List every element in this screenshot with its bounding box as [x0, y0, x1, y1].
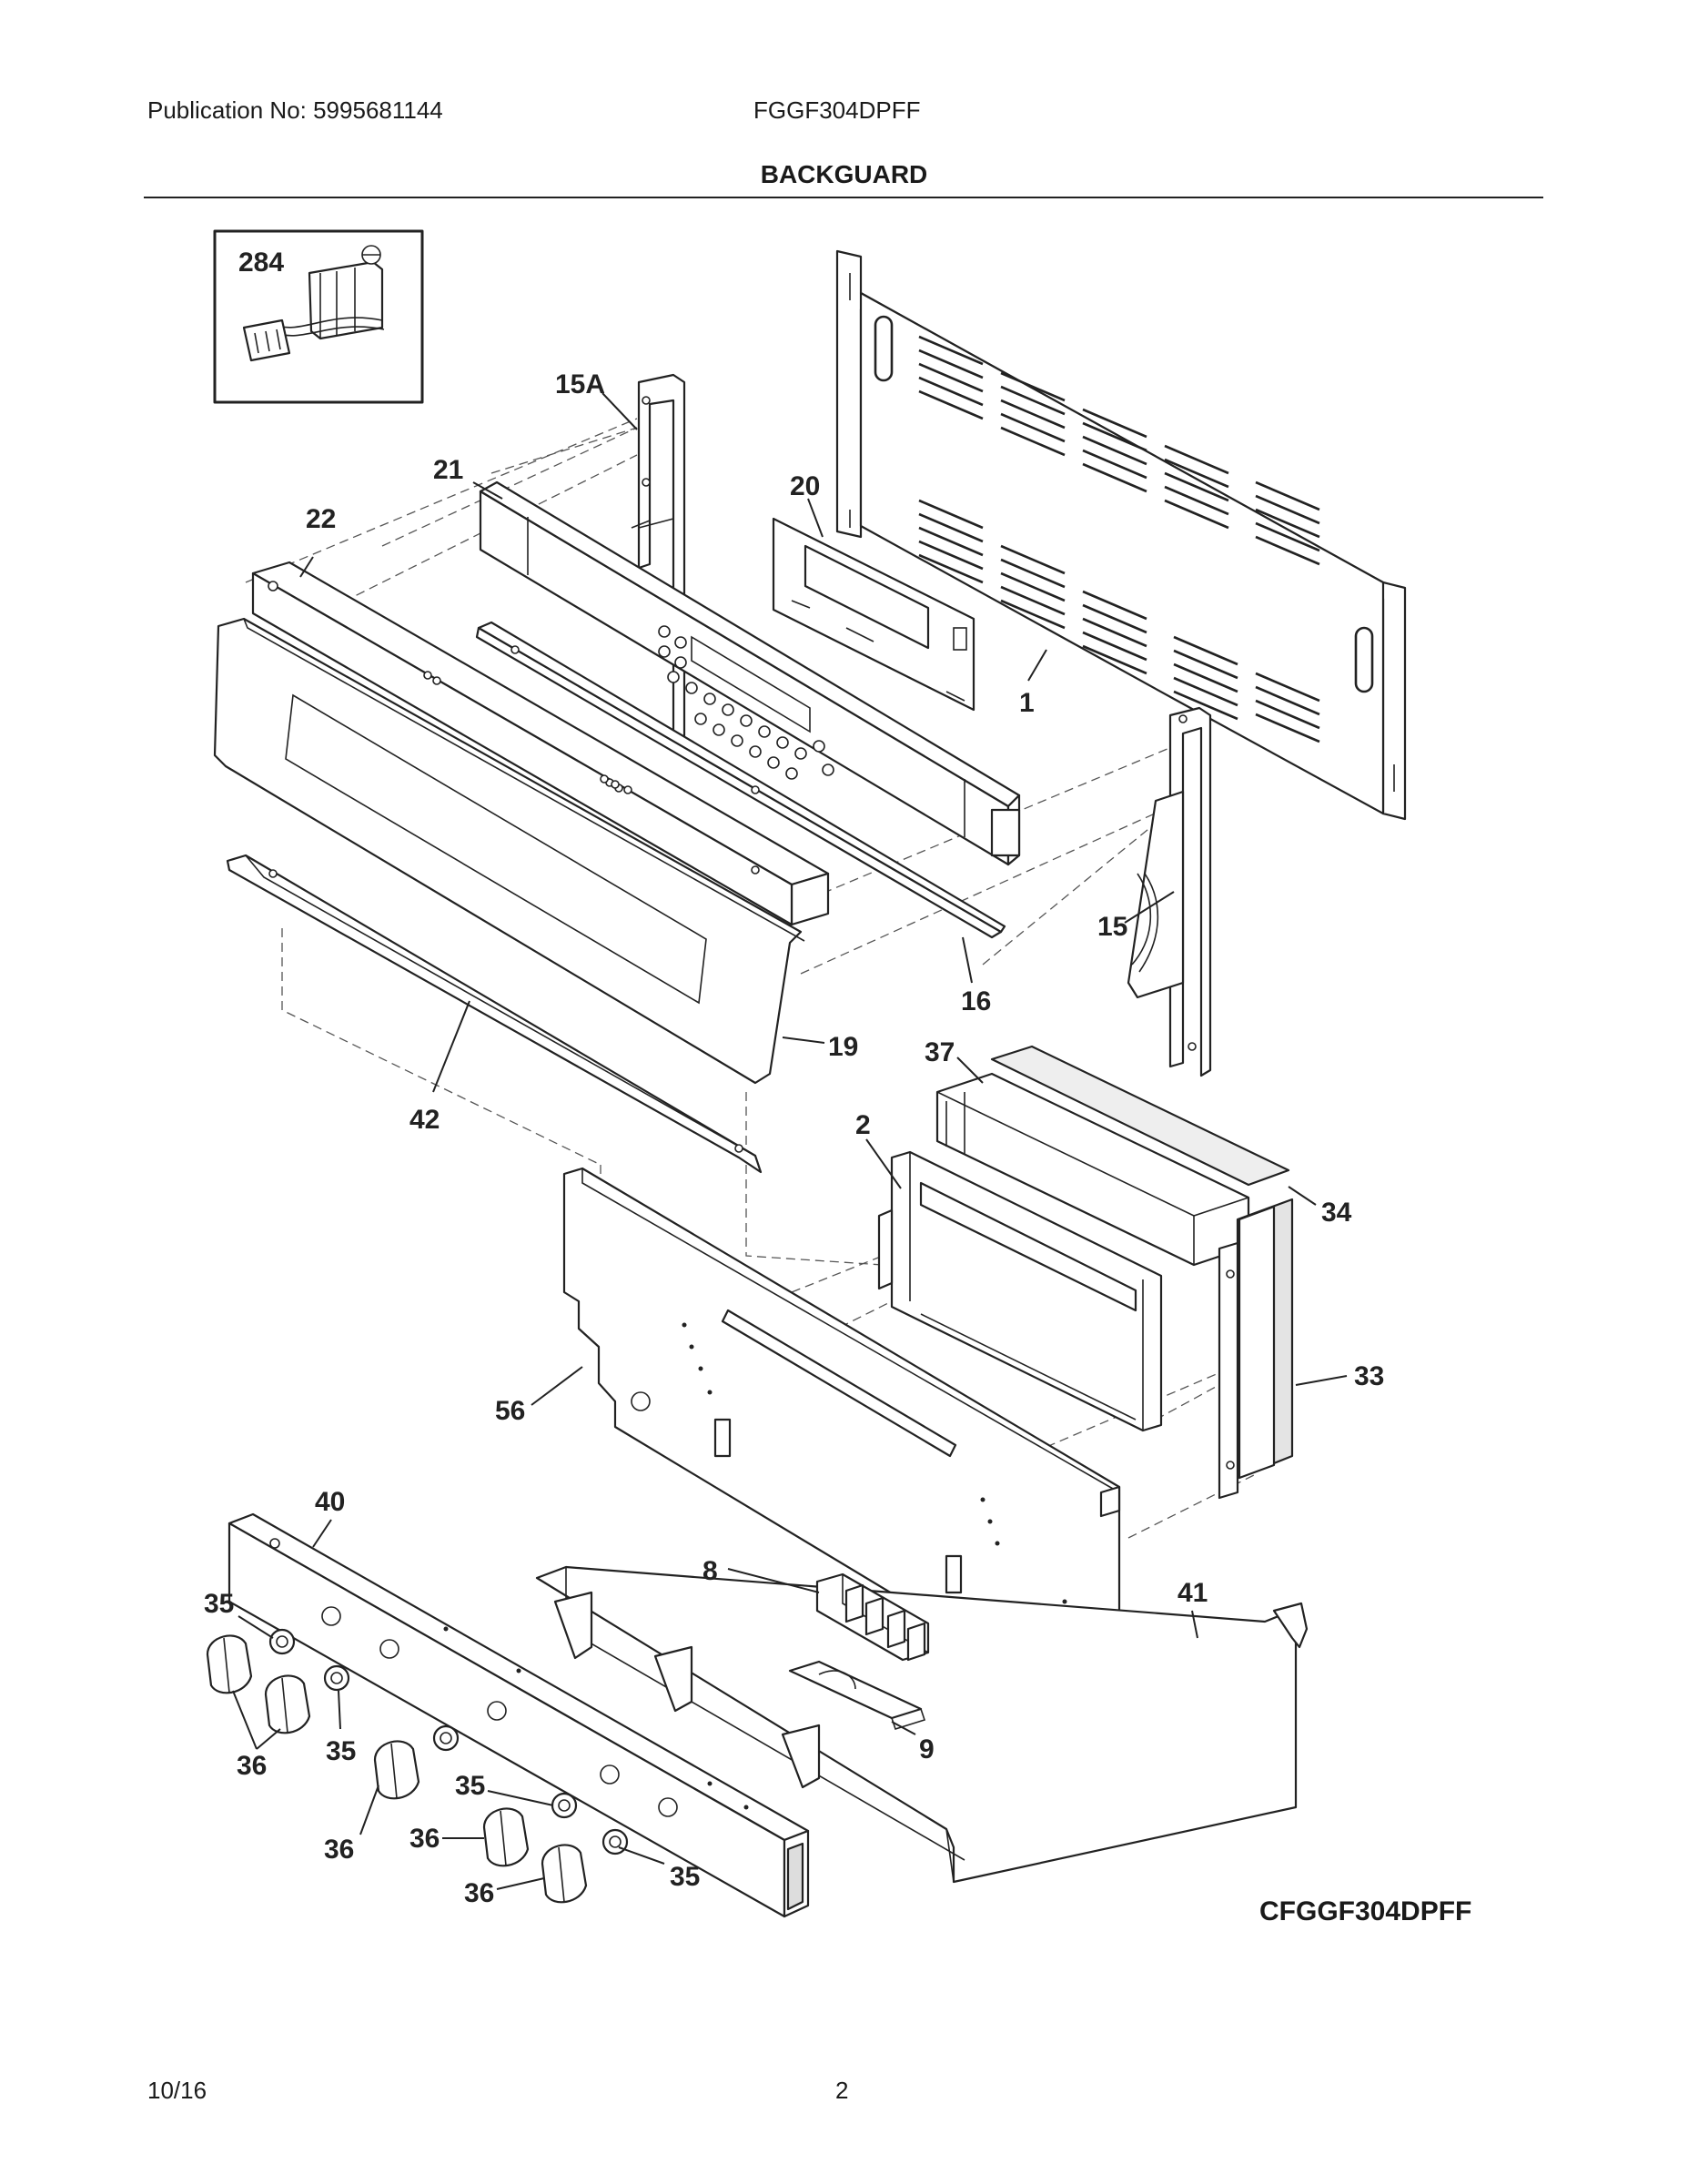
page-number: 2: [835, 2077, 849, 2104]
parts-35-knob-bezels: [268, 1628, 629, 1855]
label-19: 19: [828, 1032, 858, 1062]
part-8-valve-block: [815, 1572, 930, 1662]
leader-lines: [232, 392, 1348, 1890]
vent-slots: [918, 335, 1320, 743]
label-2: 2: [855, 1110, 871, 1140]
model-number: FGGF304DPFF: [753, 96, 921, 124]
label-34: 34: [1321, 1198, 1352, 1228]
label-21: 21: [433, 455, 463, 485]
label-35-d: 35: [670, 1862, 700, 1892]
part-16-trim-strip: [475, 621, 1006, 939]
parts-36-knobs: [206, 1634, 588, 1904]
part-22-frame: [251, 561, 830, 926]
label-22: 22: [306, 504, 336, 534]
label-35-a: 35: [204, 1589, 234, 1619]
part-19-front-panel: [213, 617, 805, 1085]
label-35-c: 35: [455, 1771, 485, 1801]
publication-number: Publication No: 5995681144: [147, 96, 443, 124]
part-40-control-panel: [227, 1512, 810, 1918]
part-37-cover-box: [935, 1072, 1250, 1267]
part-2-heat-shield: [877, 1150, 1239, 1500]
part-34-insulation: [990, 1045, 1290, 1187]
diagram-code: CFGGF304DPFF: [1259, 1896, 1472, 1926]
part-33-rear-insulation: [1236, 1198, 1294, 1480]
inset-part-284: [213, 229, 424, 404]
label-41: 41: [1178, 1578, 1208, 1608]
label-20: 20: [790, 471, 820, 501]
part-21-display-panel: [479, 480, 1021, 866]
section-title: BACKGUARD: [760, 160, 928, 188]
label-56: 56: [495, 1396, 525, 1426]
footer-date: 10/16: [147, 2077, 207, 2104]
label-33: 33: [1354, 1361, 1384, 1391]
label-1: 1: [1019, 688, 1035, 718]
label-37: 37: [925, 1037, 955, 1067]
label-15: 15: [1097, 912, 1127, 942]
label-8: 8: [702, 1556, 718, 1586]
part-41-lower-back-panel: [535, 1565, 1309, 1884]
label-15a: 15A: [555, 369, 605, 399]
exploded-parts-diagram: 284 15A 21 20 22 1 15 16 19 42 37 2 34 3…: [204, 229, 1407, 1918]
part-42-lower-trim: [226, 854, 763, 1174]
part-56-manifold-panel: [562, 1167, 1121, 1676]
label-9: 9: [919, 1734, 935, 1764]
header-rule: [144, 197, 1543, 198]
part-20-control-board: [772, 517, 975, 712]
label-35-b: 35: [326, 1736, 356, 1766]
label-36-a: 36: [237, 1751, 267, 1781]
keypad-buttons: [658, 625, 834, 780]
label-36-b: 36: [324, 1835, 354, 1865]
part-15a-left-bracket: [631, 373, 686, 744]
part-number-labels: 284 15A 21 20 22 1 15 16 19 42 37 2 34 3…: [204, 248, 1384, 1908]
label-36-d: 36: [464, 1878, 494, 1908]
part-15-right-bracket: [1127, 706, 1212, 1077]
label-16: 16: [961, 986, 991, 1016]
label-40: 40: [315, 1487, 345, 1517]
label-42: 42: [409, 1105, 440, 1135]
part-1-rear-panel: [835, 249, 1407, 821]
label-284: 284: [238, 248, 284, 278]
label-36-c: 36: [409, 1824, 440, 1854]
